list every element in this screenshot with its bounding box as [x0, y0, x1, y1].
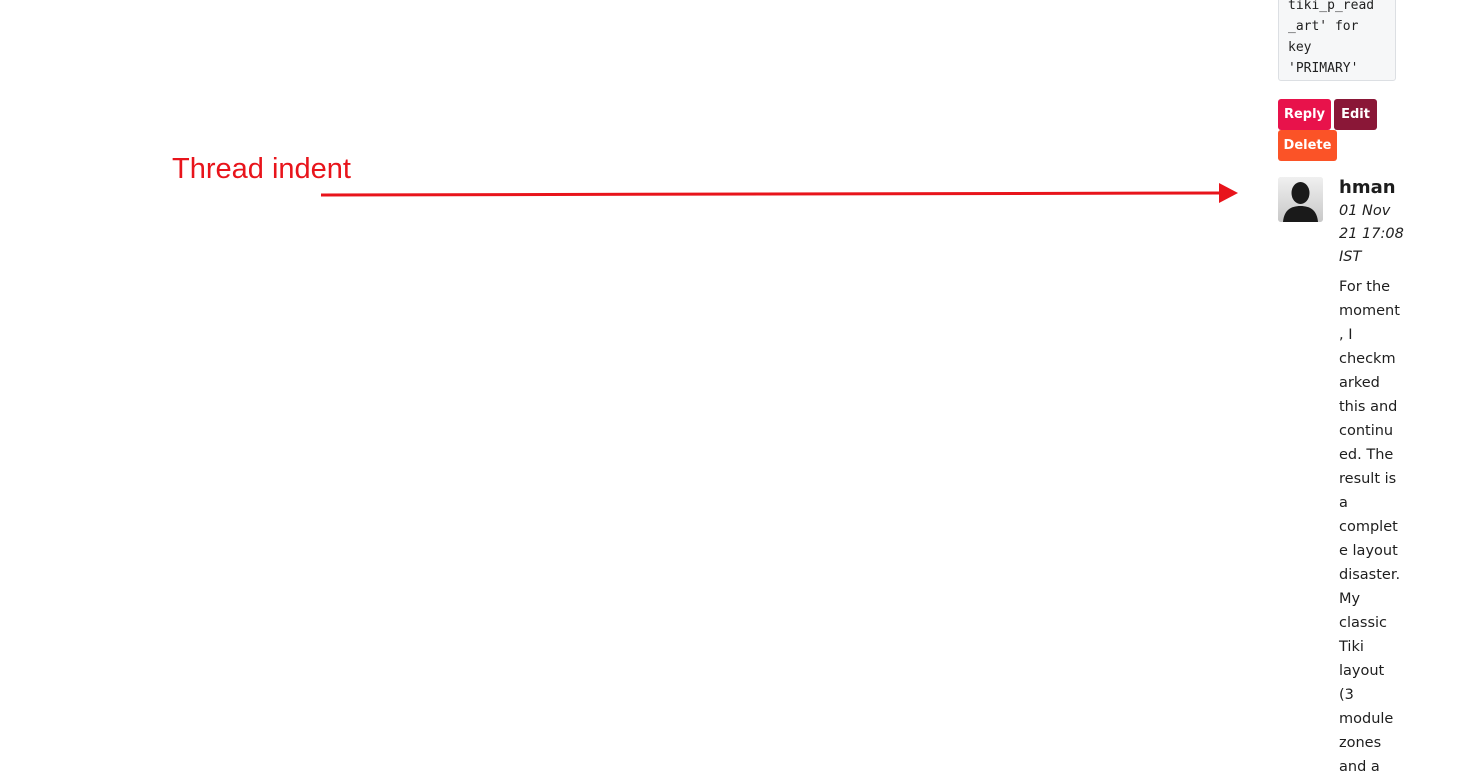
comment-body-line: and a: [1339, 759, 1380, 775]
annotation-arrow-head: [1219, 183, 1238, 203]
code-line: _art' for: [1288, 19, 1359, 34]
comment-body-line: disaster.: [1339, 567, 1401, 583]
code-line: 'PRIMARY': [1288, 61, 1359, 76]
comment-body-line: (3: [1339, 687, 1354, 703]
comment-body-line: classic: [1339, 615, 1387, 631]
comment-body-line: moment: [1339, 303, 1400, 319]
annotation-arrow-shaft: [320, 191, 1221, 197]
comment-body-line: , I: [1339, 327, 1353, 343]
comment-author[interactable]: hman: [1339, 177, 1396, 198]
code-line: tiki_p_read: [1288, 0, 1375, 13]
comment-body-line: ed. The: [1339, 447, 1394, 463]
comment-body-line: e layout: [1339, 543, 1398, 559]
date-line: IST: [1339, 249, 1362, 265]
comment-body-line: My: [1339, 591, 1361, 607]
comment-date: 01 Nov 21 17:08 IST: [1339, 200, 1409, 269]
comment-body-line: Tiki: [1339, 639, 1364, 655]
comment-body-line: layout: [1339, 663, 1385, 679]
reply-button[interactable]: Reply: [1278, 99, 1331, 130]
comment-body-line: module: [1339, 711, 1394, 727]
code-line: key: [1288, 40, 1312, 55]
comment-body-line: arked: [1339, 375, 1380, 391]
comment-body-line: checkm: [1339, 351, 1396, 367]
date-line: 21 17:08: [1339, 226, 1404, 242]
comment-body-line: For the: [1339, 279, 1391, 295]
user-silhouette-icon: [1278, 177, 1323, 222]
annotation-label: Thread indent: [172, 153, 351, 185]
comment-body-line: this and: [1339, 399, 1398, 415]
code-block: tiki_p_read _art' for key 'PRIMARY': [1278, 0, 1396, 81]
edit-button[interactable]: Edit: [1334, 99, 1377, 130]
date-line: 01 Nov: [1339, 203, 1391, 219]
comment-body-line: result is: [1339, 471, 1397, 487]
comment-body: For the moment , I checkm arked this and…: [1339, 275, 1409, 776]
avatar[interactable]: [1278, 177, 1323, 222]
comment-body-line: complet: [1339, 519, 1398, 535]
comment-body-line: continu: [1339, 423, 1394, 439]
comment-body-line: a: [1339, 495, 1348, 511]
delete-button[interactable]: Delete: [1278, 130, 1337, 161]
comment-body-line: zones: [1339, 735, 1382, 751]
